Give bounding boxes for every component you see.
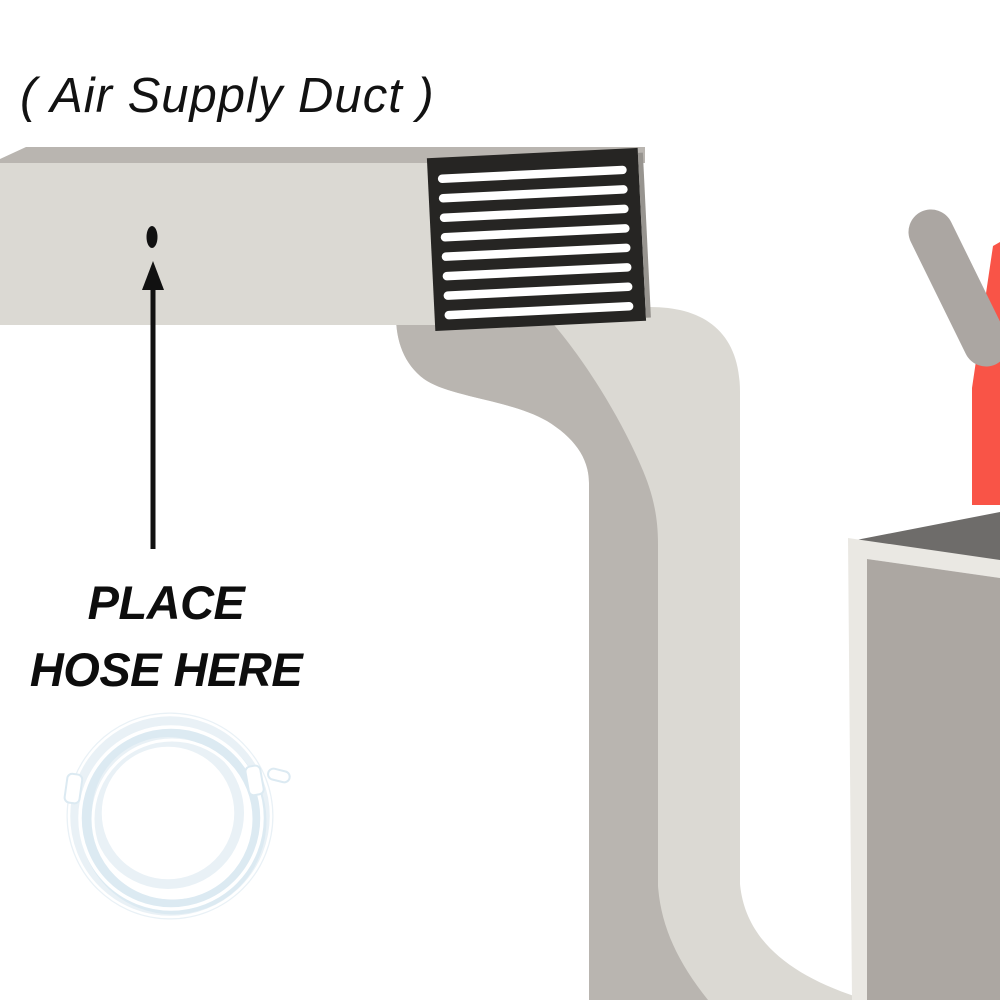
pointer-arrow: [142, 261, 164, 549]
hose-highlight: [101, 746, 235, 880]
place-hose-label: PLACE HOSE HERE: [0, 570, 332, 703]
supply-grille: [426, 147, 651, 332]
arrow-head: [142, 261, 164, 290]
hose-highlight: [78, 725, 264, 911]
grille-edge-shadow: [637, 152, 651, 318]
gray-pipe: [908, 209, 1000, 367]
grille-slat: [444, 302, 634, 320]
hose-loop: [79, 727, 267, 915]
grille-slat: [440, 224, 630, 242]
hose-hole: [146, 226, 158, 248]
place-hose-label-line1: PLACE: [87, 576, 245, 629]
hose-loop: [92, 737, 244, 889]
grille-slat: [441, 243, 631, 261]
grille-slat: [439, 204, 629, 222]
place-hose-label-line2: HOSE HERE: [29, 642, 303, 696]
furnace-edge-highlight: [848, 538, 1000, 1000]
duct-elbow-shade: [396, 316, 708, 1000]
diagram-title: ( Air Supply Duct ): [20, 69, 435, 123]
grille-slat: [437, 165, 627, 184]
grille-slat: [442, 263, 632, 281]
hose-nub: [267, 767, 291, 784]
grille-slat: [438, 185, 628, 203]
hose-highlight: [67, 713, 273, 919]
furnace-unit: [848, 209, 1000, 1000]
furnace-front-face: [867, 559, 1000, 1000]
grille-slat: [443, 282, 633, 300]
air-supply-duct: [0, 147, 860, 1000]
hose-coil: [63, 712, 291, 920]
hose-clip-right: [244, 764, 265, 797]
hose-highlight: [91, 738, 253, 900]
hose-clip-left: [63, 772, 84, 805]
